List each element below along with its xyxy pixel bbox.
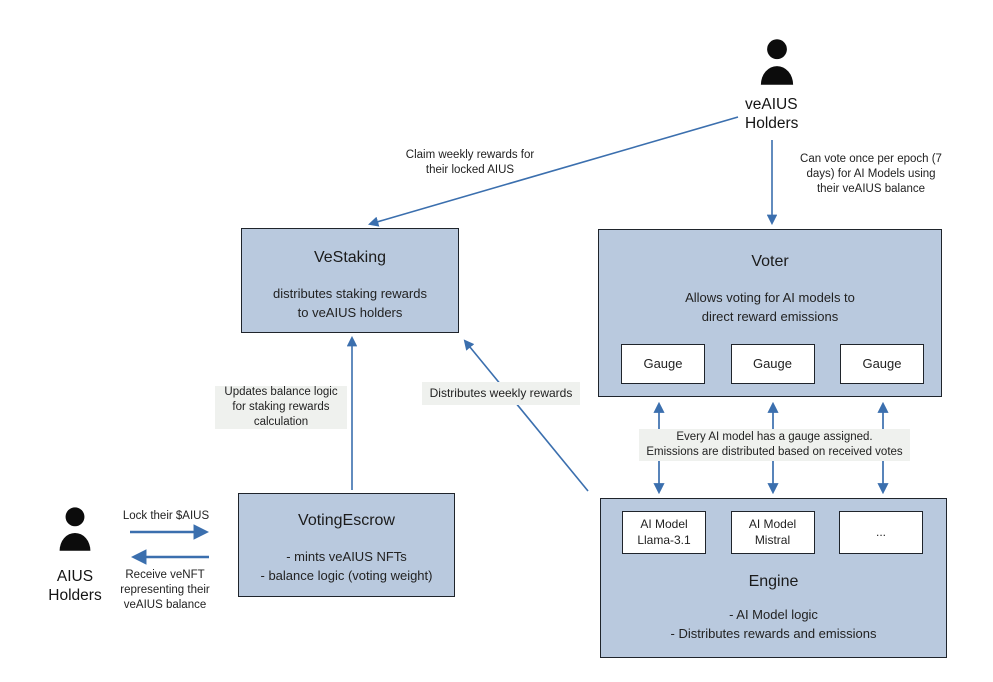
gauge-row: Gauge Gauge Gauge [621, 344, 924, 384]
can-vote-label: Can vote once per epoch (7 days) for AI … [800, 153, 942, 196]
person-icon [755, 37, 799, 90]
veaius-holders-actor: veAIUS Holders [745, 37, 809, 134]
ai-model-box: AI Model Llama-3.1 [622, 511, 706, 554]
lock-aius-label: Lock their $AIUS [122, 510, 210, 522]
voter-box: Voter Allows voting for AI models to dir… [598, 229, 942, 397]
votingescrow-box: VotingEscrow - mints veAIUS NFTs - balan… [238, 493, 455, 597]
engine-title: Engine [748, 573, 799, 590]
gauge-assigned-label: Every AI model has a gauge assigned. Emi… [639, 429, 910, 461]
veaius-holders-label: veAIUS Holders [745, 96, 799, 133]
engine-body: - AI Model logic - Distributes rewards a… [670, 607, 877, 641]
gauge-box: Gauge [840, 344, 924, 384]
ai-model-box: ... [839, 511, 923, 554]
vestaking-title: VeStaking [313, 249, 387, 266]
voter-body: Allows voting for AI models to direct re… [685, 290, 855, 324]
ai-model-box: AI Model Mistral [730, 511, 815, 554]
engine-box: AI Model Llama-3.1 AI Model Mistral ... … [600, 498, 947, 658]
votingescrow-title: VotingEscrow [298, 512, 395, 529]
voter-title: Voter [751, 253, 789, 270]
person-icon [54, 505, 96, 556]
votingescrow-body: - mints veAIUS NFTs - balance logic (vot… [260, 549, 433, 583]
distributes-weekly-label: Distributes weekly rewards [422, 382, 580, 405]
arrow-engine-to-vestaking [463, 339, 589, 492]
claim-rewards-label: Claim weekly rewards for their locked AI… [405, 149, 535, 177]
receive-venft-label: Receive veNFT representing their veAIUS … [120, 569, 210, 612]
aius-holders-actor: AIUS Holders [43, 505, 107, 606]
vestaking-body: distributes staking rewards to veAIUS ho… [273, 286, 427, 320]
ai-model-row: AI Model Llama-3.1 AI Model Mistral ... [622, 511, 923, 554]
gauge-box: Gauge [730, 344, 815, 384]
aius-holders-label: AIUS Holders [48, 568, 102, 605]
updates-balance-label: Updates balance logic for staking reward… [215, 386, 347, 429]
vestaking-box: VeStaking distributes staking rewards to… [241, 228, 459, 333]
gauge-box: Gauge [621, 344, 705, 384]
